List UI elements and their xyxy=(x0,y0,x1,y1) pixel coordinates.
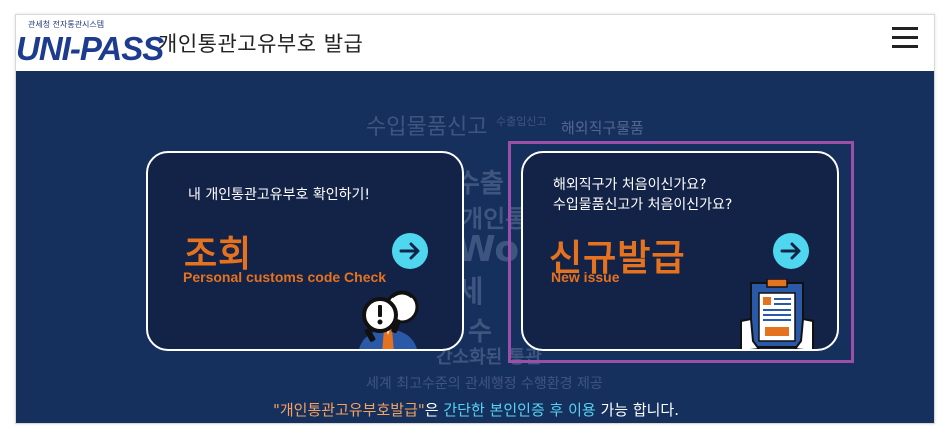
logo-text: UNI-PASS xyxy=(16,30,164,67)
lookup-card[interactable]: 내 개인통관고유부호 확인하기! 조회 Personal customs cod… xyxy=(146,151,464,351)
notice-quoted: "개인통관고유부호발급" xyxy=(272,401,425,419)
bg-word: 수입물품신고 xyxy=(366,115,488,140)
new-issue-description-1: 해외직구가 처음이신가요? xyxy=(553,177,707,193)
magnifier-person-icon xyxy=(348,281,428,349)
hamburger-menu-icon[interactable] xyxy=(890,25,920,51)
header: 관세청 전자통관시스템 UNI-PASS 개인통관고유부호 발급 xyxy=(16,15,934,71)
bg-word: 수출입신고 xyxy=(496,115,547,128)
new-issue-description-2: 수입물품신고가 처음이신가요? xyxy=(553,197,733,213)
app-frame: 관세청 전자통관시스템 UNI-PASS 개인통관고유부호 발급 수입물품신고 … xyxy=(15,14,935,424)
uni-pass-logo[interactable]: 관세청 전자통관시스템 UNI-PASS xyxy=(16,20,164,67)
new-issue-card[interactable]: 해외직구가 처음이신가요? 수입물품신고가 처음이신가요? 신규발급 New i… xyxy=(521,151,839,351)
main-area: 수입물품신고 수출입신고 해외직구물품 수출 개인통관 Word 세 수 간소화… xyxy=(16,71,934,423)
logo-tagline: 관세청 전자통관시스템 xyxy=(28,20,105,29)
new-issue-title: 신규발급 xyxy=(549,238,686,279)
notice-text: "개인통관고유부호발급"은 간단한 본인인증 후 이용 가능 합니다. xyxy=(16,399,934,420)
bg-word: 수 xyxy=(468,317,492,347)
notice-highlight: 간단한 본인인증 후 이용 xyxy=(443,401,596,419)
lookup-subtitle: Personal customs code Check xyxy=(183,269,387,285)
clipboard-document-icon xyxy=(737,278,817,349)
arrow-right-icon[interactable] xyxy=(773,233,809,269)
notice-part2: 가능 합니다. xyxy=(595,401,679,419)
lookup-title: 조회 xyxy=(184,234,253,275)
page-title: 개인통관고유부호 발급 xyxy=(158,32,364,56)
bg-word: 해외직구물품 xyxy=(561,119,644,137)
new-issue-subtitle: New issue xyxy=(551,269,620,285)
lookup-description: 내 개인통관고유부호 확인하기! xyxy=(188,187,370,203)
arrow-right-icon[interactable] xyxy=(392,233,428,269)
new-issue-highlight xyxy=(508,141,854,363)
notice-part1: 은 xyxy=(424,401,444,419)
bg-word: 세계 최고수준의 관세행정 수행환경 제공 xyxy=(366,376,603,392)
